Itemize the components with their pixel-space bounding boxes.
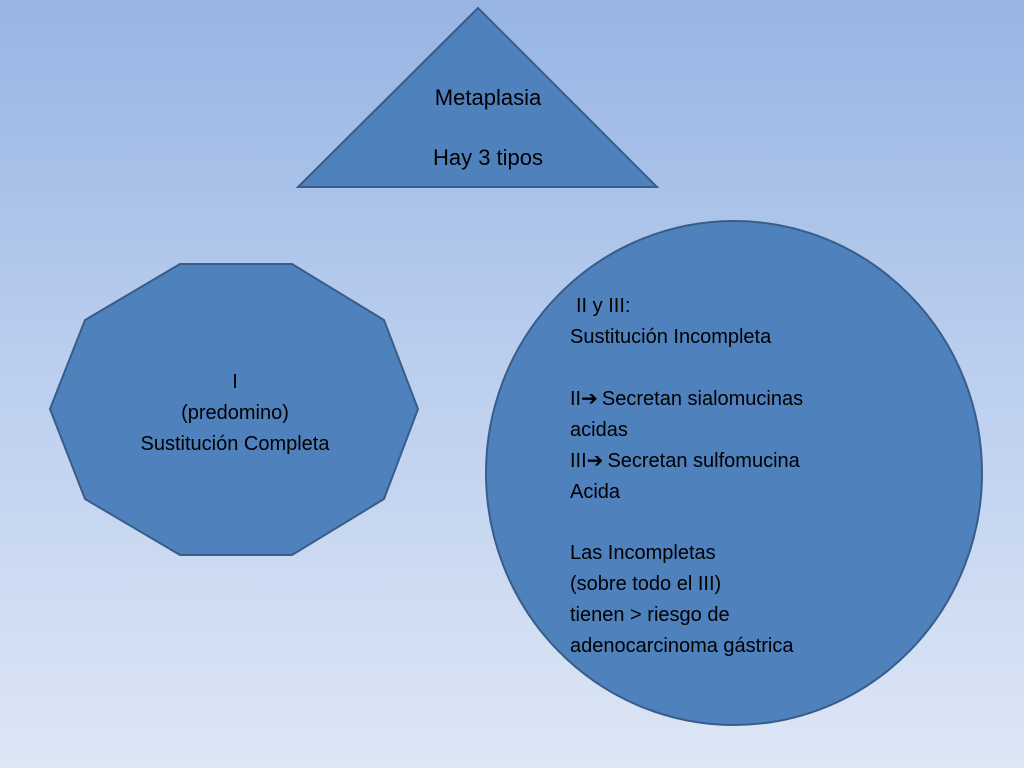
note-line-4: adenocarcinoma gástrica [570, 635, 794, 658]
right-arrow-icon: ➔ [581, 387, 598, 410]
right-arrow-icon: ➔ [586, 449, 604, 472]
note-line-2: (sobre todo el III) [570, 573, 722, 596]
type2-text: Secretan sialomucinas [601, 387, 804, 410]
triangle-subtitle: Hay 3 tipos [432, 145, 544, 170]
type2-prefix: II [570, 387, 582, 410]
octagon-line-predominance: (predomino) [181, 402, 289, 424]
type3-text: Secretan sulfomucina [607, 449, 800, 472]
type3-continuation: Acida [570, 480, 621, 503]
octagon-shape [48, 263, 420, 556]
type3-prefix: III [570, 449, 587, 472]
octagon-line-substitution: Sustitución Completa [140, 433, 330, 455]
circle-subheading: Sustitución Incompleta [570, 326, 772, 348]
spacer [570, 508, 900, 539]
type3-line: III➔Secretan sulfomucina [570, 446, 900, 477]
note-line-1: Las Incompletas [570, 542, 716, 565]
spacer [570, 353, 900, 384]
triangle-shape [295, 6, 660, 188]
type2-line: II➔Secretan sialomucinas [570, 384, 900, 415]
circle-shape [485, 220, 983, 726]
triangle-title: Metaplasia [434, 85, 542, 110]
type2-continuation: acidas [570, 418, 628, 441]
octagon-text: I (predomino) Sustitución Completa [90, 367, 380, 460]
circle-heading: II y III: [576, 295, 631, 317]
note-line-3: tienen > riesgo de [570, 604, 730, 627]
octagon-line-type: I [232, 371, 238, 393]
circle-text: II y III: Sustitución Incompleta II➔Secr… [570, 291, 900, 662]
